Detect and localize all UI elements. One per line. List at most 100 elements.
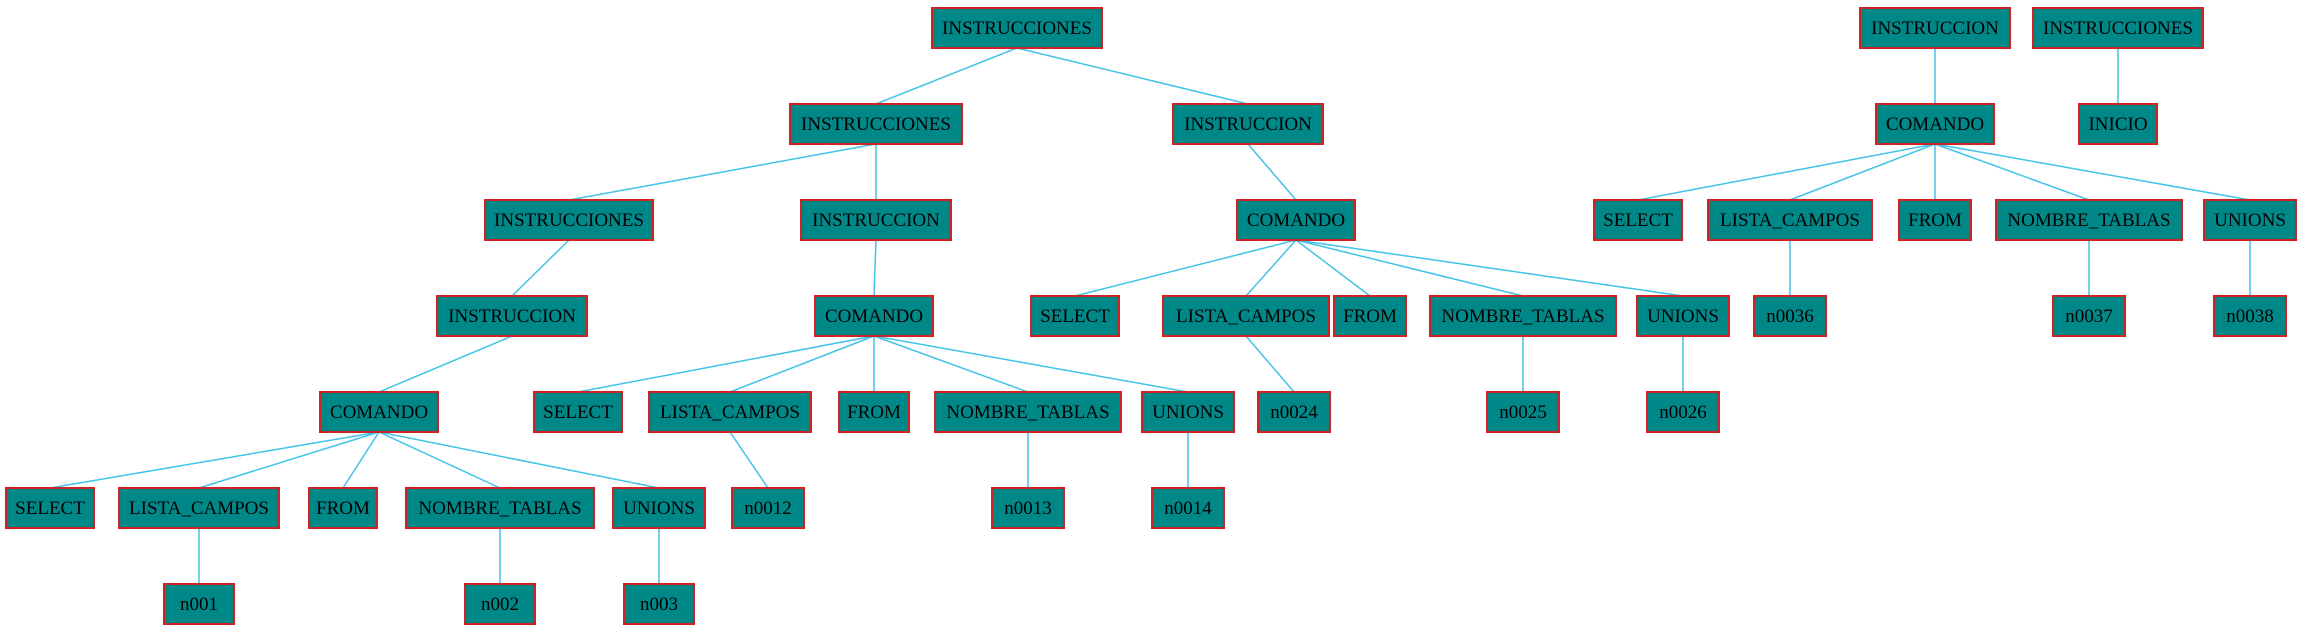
node-box — [1162, 295, 1330, 337]
tree-node: LISTA_CAMPOS — [118, 487, 280, 529]
tree-node: FROM — [1898, 199, 1972, 241]
tree-node: COMANDO — [814, 295, 934, 337]
tree-node: LISTA_CAMPOS — [648, 391, 812, 433]
node-label: FROM — [1908, 210, 1962, 231]
node-box — [623, 583, 695, 625]
node-box — [1030, 295, 1120, 337]
node-label: n0013 — [1004, 498, 1052, 519]
tree-node: INSTRUCCIONES — [789, 103, 963, 145]
node-label: FROM — [1343, 306, 1397, 327]
tree-node: UNIONS — [2203, 199, 2297, 241]
edge-c3-c3n — [1295, 239, 1524, 297]
edge-a3-c3 — [1247, 143, 1297, 201]
node-label: INSTRUCCIONES — [942, 18, 1092, 39]
node-label: INSTRUCCIONES — [494, 210, 644, 231]
tree-node: n0012 — [731, 487, 805, 529]
node-box — [308, 487, 378, 529]
node-box — [484, 199, 654, 241]
node-label: n001 — [180, 594, 218, 615]
node-label: n0037 — [2065, 306, 2113, 327]
edge-c2l-c2l0 — [729, 431, 769, 489]
tree-node: SELECT — [1593, 199, 1683, 241]
edge-a1-a3 — [1016, 47, 1249, 105]
edge-c3-c3s — [1074, 239, 1297, 297]
tree-node: FROM — [308, 487, 378, 529]
node-label: COMANDO — [1886, 114, 1984, 135]
tree-node: n0036 — [1753, 295, 1827, 337]
node-box — [1333, 295, 1407, 337]
node-label: UNIONS — [2214, 210, 2286, 231]
node-label: INSTRUCCIONES — [2043, 18, 2193, 39]
node-label: INSTRUCCION — [1184, 114, 1312, 135]
tree-node: n0037 — [2052, 295, 2126, 337]
node-box — [1898, 199, 1972, 241]
node-label: n0024 — [1270, 402, 1318, 423]
tree-node: NOMBRE_TABLAS — [934, 391, 1122, 433]
edge-c3l-c3l0 — [1245, 335, 1295, 393]
node-box — [1429, 295, 1617, 337]
node-box — [1593, 199, 1683, 241]
tree-node: SELECT — [533, 391, 623, 433]
tree-node: NOMBRE_TABLAS — [405, 487, 595, 529]
node-label: SELECT — [1603, 210, 1673, 231]
node-label: NOMBRE_TABLAS — [2007, 210, 2170, 231]
node-label: INSTRUCCION — [812, 210, 940, 231]
edge-c3-c3l — [1245, 239, 1297, 297]
node-box — [648, 391, 812, 433]
edge-c3-c3u — [1295, 239, 1684, 297]
tree-node: INICIO — [2078, 103, 2158, 145]
node-label: n0012 — [744, 498, 792, 519]
node-label: INSTRUCCION — [448, 306, 576, 327]
node-box — [1257, 391, 1331, 433]
node-box — [1141, 391, 1235, 433]
node-box — [163, 583, 235, 625]
node-box — [1172, 103, 1324, 145]
node-box — [2032, 7, 2204, 49]
tree-nodes: INSTRUCCIONES INSTRUCCIONES INSTRUCCION INS… — [5, 7, 2297, 625]
node-box — [118, 487, 280, 529]
node-label: LISTA_CAMPOS — [1176, 306, 1316, 327]
node-box — [1875, 103, 1995, 145]
node-label: LISTA_CAMPOS — [1720, 210, 1860, 231]
node-box — [1151, 487, 1225, 529]
edge-c1-c1l — [198, 431, 380, 489]
node-label: UNIONS — [623, 498, 695, 519]
edge-c1-c1n — [378, 431, 501, 489]
node-label: NOMBRE_TABLAS — [1441, 306, 1604, 327]
node-box — [2052, 295, 2126, 337]
tree-node: COMANDO — [319, 391, 439, 433]
node-label: INICIO — [2088, 114, 2147, 135]
tree-node: FROM — [838, 391, 910, 433]
edge-c2-c2l — [729, 335, 875, 393]
node-box — [838, 391, 910, 433]
node-box — [405, 487, 595, 529]
node-box — [1486, 391, 1560, 433]
edge-a6-c1 — [378, 335, 513, 393]
node-label: n0025 — [1499, 402, 1547, 423]
node-label: UNIONS — [1647, 306, 1719, 327]
node-label: n0026 — [1659, 402, 1707, 423]
node-label: n0014 — [1164, 498, 1212, 519]
node-label: SELECT — [15, 498, 85, 519]
node-box — [1753, 295, 1827, 337]
tree-node: INSTRUCCIONES — [2032, 7, 2204, 49]
node-box — [436, 295, 588, 337]
node-label: SELECT — [1040, 306, 1110, 327]
node-box — [464, 583, 536, 625]
tree-node: INSTRUCCION — [1859, 7, 2011, 49]
edge-a5-c2 — [873, 239, 877, 297]
node-label: n0036 — [1766, 306, 1814, 327]
node-box — [2213, 295, 2287, 337]
tree-node: NOMBRE_TABLAS — [1429, 295, 1617, 337]
tree-node: UNIONS — [612, 487, 706, 529]
tree-node: UNIONS — [1636, 295, 1730, 337]
edge-c2-c2s — [577, 335, 875, 393]
tree-node: n0026 — [1646, 391, 1720, 433]
edge-c4-c4n — [1934, 143, 2090, 201]
node-label: n003 — [640, 594, 678, 615]
tree-node: SELECT — [1030, 295, 1120, 337]
node-box — [1707, 199, 1873, 241]
edge-c3-c3f — [1295, 239, 1371, 297]
tree-node: n0024 — [1257, 391, 1331, 433]
